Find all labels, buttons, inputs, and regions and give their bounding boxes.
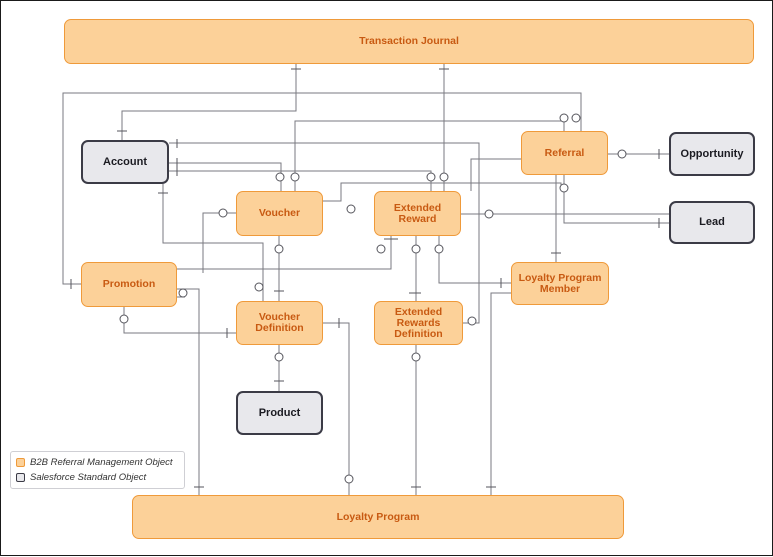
legend-standard-label: Salesforce Standard Object <box>30 472 147 483</box>
legend-b2b: B2B Referral Management Object <box>16 457 173 468</box>
entity-transaction-journal[interactable]: Transaction Journal <box>64 19 754 64</box>
line-referral-ext <box>470 158 521 191</box>
entity-label: Account <box>103 155 147 168</box>
entity-label: Product <box>258 406 301 419</box>
entity-label: Loyalty Program <box>336 510 420 523</box>
entity-lead[interactable]: Lead <box>669 201 755 244</box>
line-referral-lead <box>563 175 669 224</box>
entity-voucher[interactable]: Voucher <box>236 191 323 236</box>
entity-product[interactable]: Product <box>236 391 323 435</box>
line-ext-promo <box>177 236 392 270</box>
entity-label: Voucher <box>258 207 301 219</box>
entity-loyalty-program[interactable]: Loyalty Program <box>132 495 624 539</box>
line-account-voucher <box>169 162 282 191</box>
entity-loyalty-program-member[interactable]: Loyalty Program Member <box>511 262 609 305</box>
line-account-vdef <box>162 184 264 301</box>
legend-b2b-swatch <box>16 458 25 467</box>
line-ext-lpm <box>438 236 511 284</box>
line-promo-vdef <box>123 307 237 334</box>
entity-account[interactable]: Account <box>81 140 169 184</box>
line-tj-account <box>121 64 297 141</box>
entity-label: Opportunity <box>680 147 744 160</box>
legend: B2B Referral Management Object Salesforc… <box>10 451 185 489</box>
legend-b2b-label: B2B Referral Management Object <box>30 457 173 468</box>
entity-label: Extended Rewards Definition <box>394 305 443 340</box>
line-referral-voucher <box>294 120 565 191</box>
entity-referral[interactable]: Referral <box>521 131 608 175</box>
entity-label: Promotion <box>102 278 156 290</box>
entity-promotion[interactable]: Promotion <box>81 262 177 307</box>
entity-label: Referral <box>544 146 585 159</box>
entity-opportunity[interactable]: Opportunity <box>669 132 755 176</box>
entity-label: Voucher Definition <box>255 311 304 334</box>
legend-standard: Salesforce Standard Object <box>16 472 146 483</box>
entity-label: Extended Reward <box>393 201 442 225</box>
line-tj-referral <box>62 92 582 285</box>
entity-extended-rewards-definition[interactable]: Extended Rewards Definition <box>374 301 463 345</box>
entity-extended-reward[interactable]: Extended Reward <box>374 191 461 236</box>
entity-label: Lead <box>699 216 725 228</box>
entity-voucher-definition[interactable]: Voucher Definition <box>236 301 323 345</box>
line-lpm-lp <box>490 292 511 495</box>
entity-label: Loyalty Program Member <box>518 271 602 295</box>
line-account-ext1 <box>169 170 432 191</box>
line-vdef-lp <box>323 322 350 495</box>
entity-label: Transaction Journal <box>359 35 459 47</box>
legend-standard-swatch <box>16 473 25 482</box>
